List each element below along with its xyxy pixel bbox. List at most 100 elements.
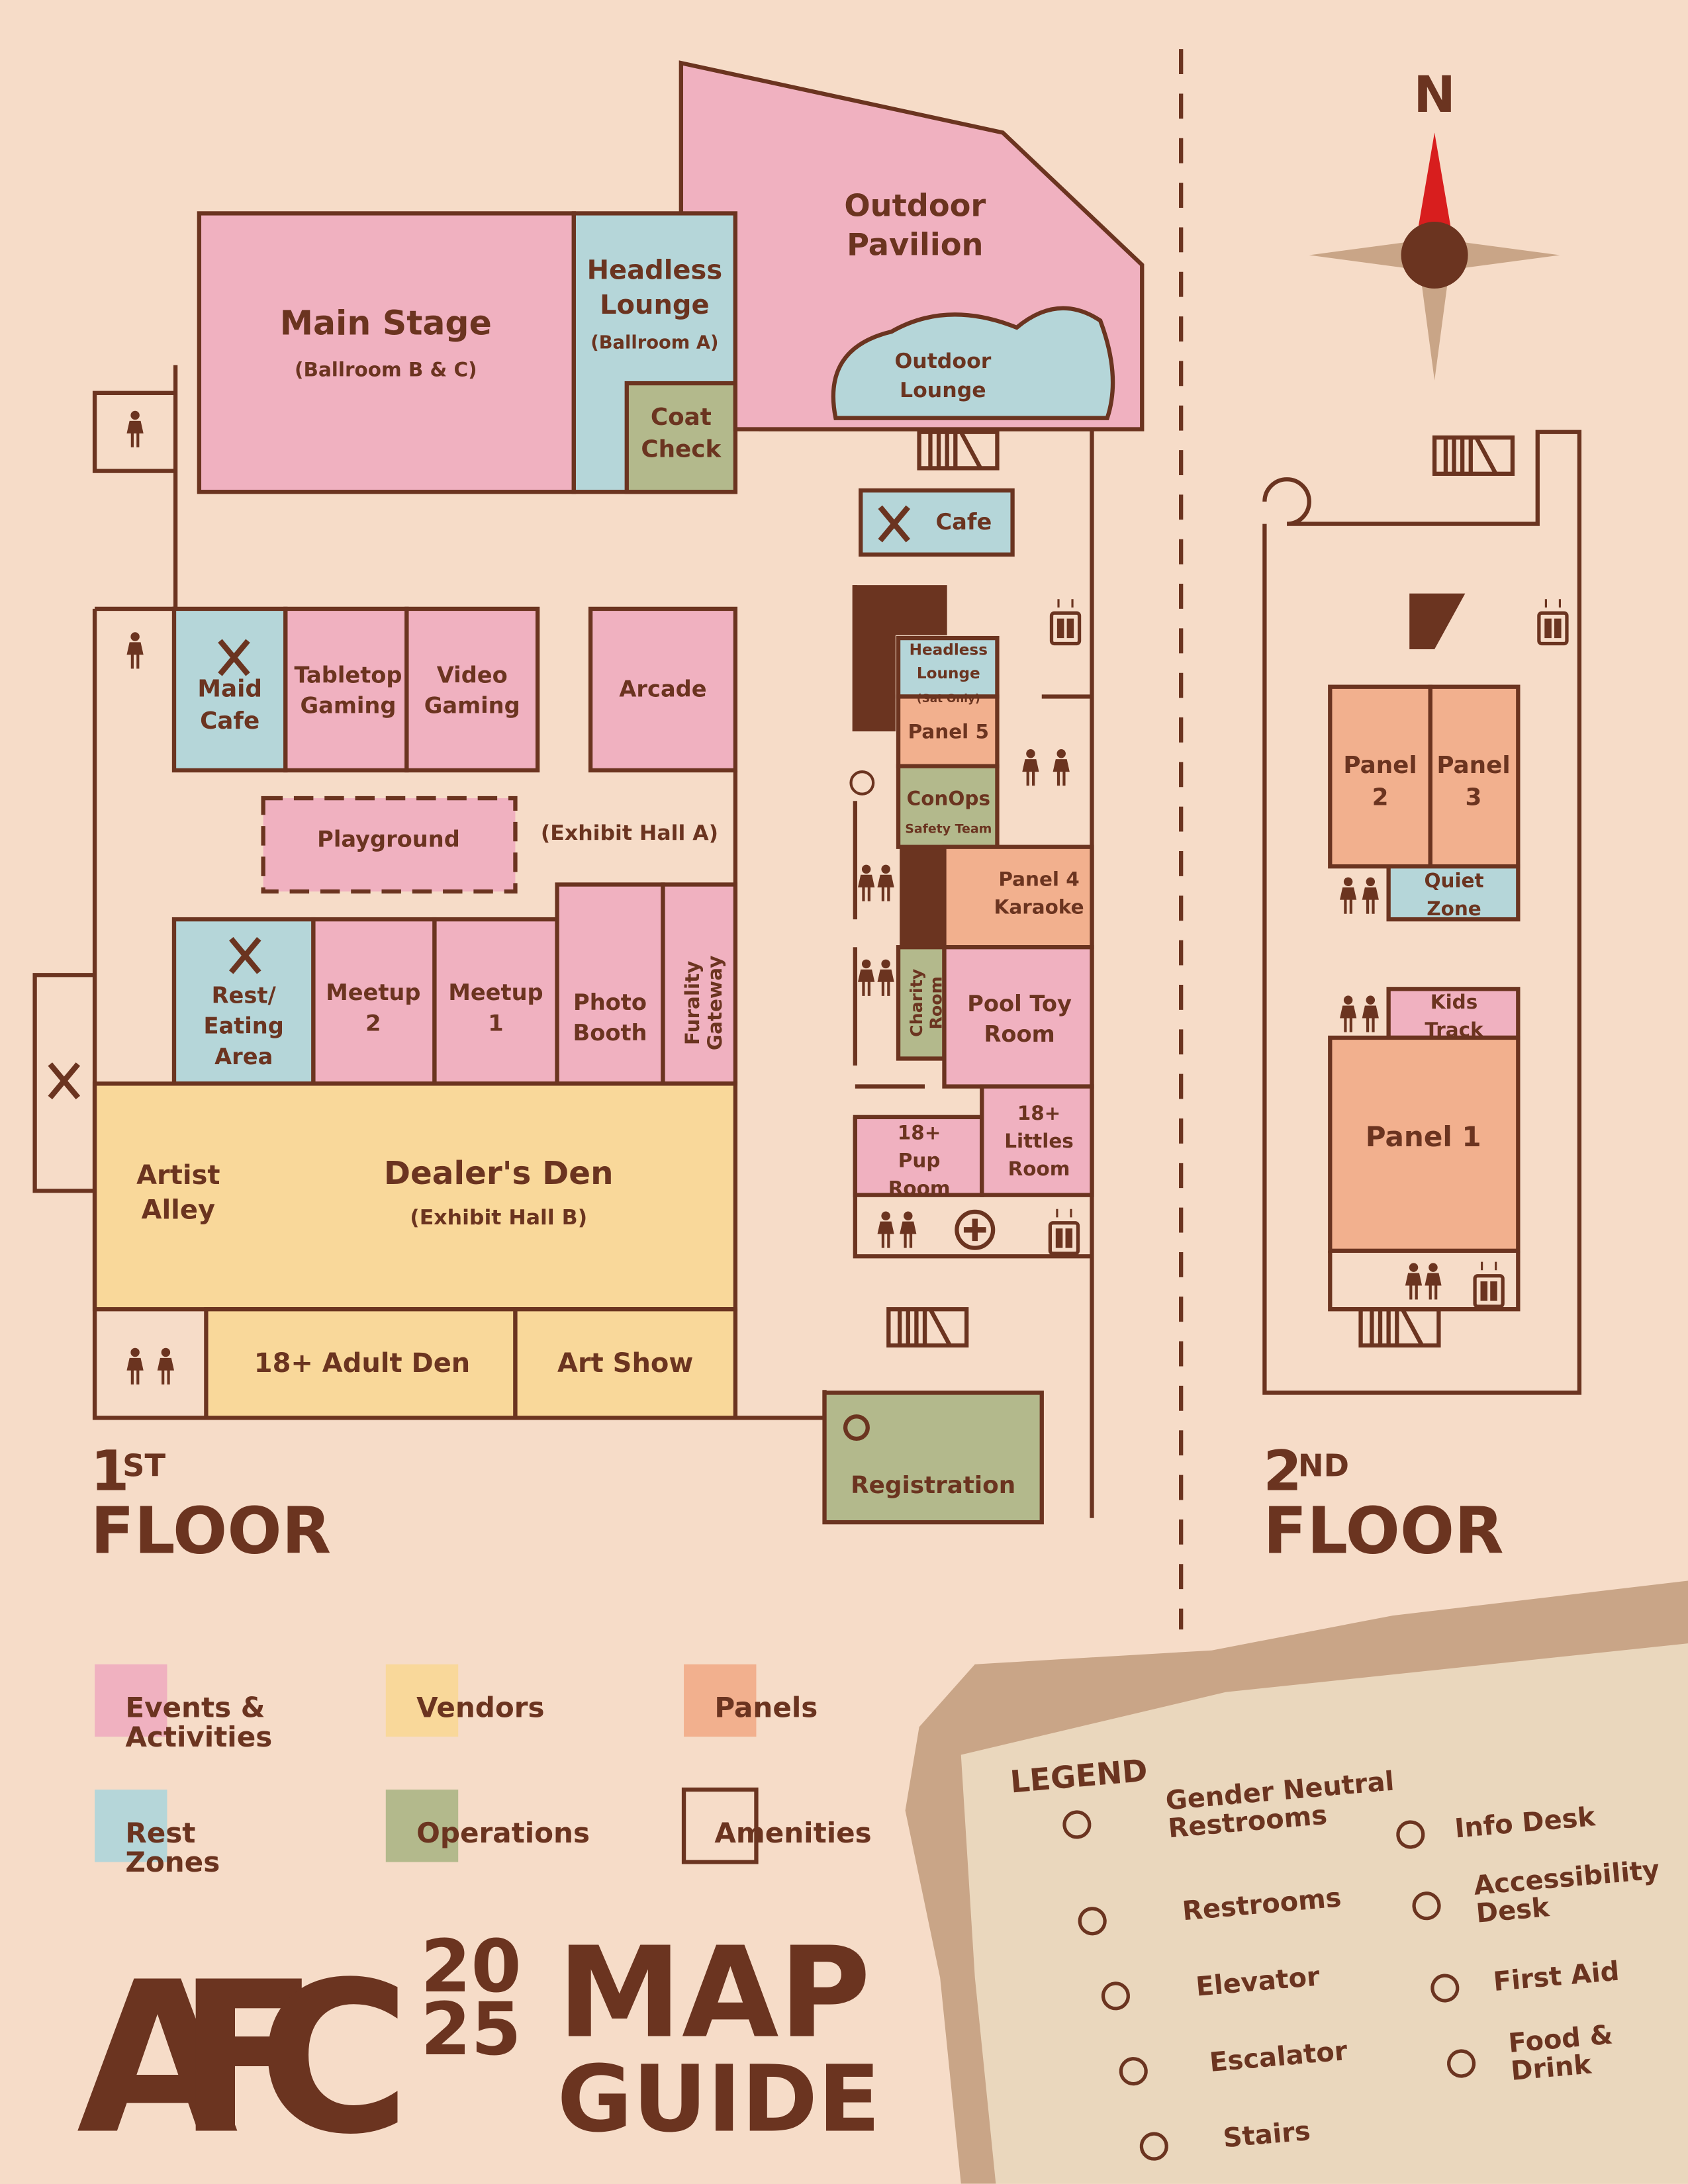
category-label: Panels xyxy=(714,1692,818,1724)
amenity-icons xyxy=(50,410,1567,1441)
room-label: Pavilion xyxy=(847,227,983,263)
room-label: Track xyxy=(1425,1019,1484,1041)
room-label: Headless xyxy=(910,641,988,659)
room-panel-1[interactable] xyxy=(1328,1035,1521,1253)
svg-text:FLOOR: FLOOR xyxy=(91,1493,331,1568)
room-kids-track[interactable] xyxy=(1386,987,1521,1040)
room-label: Area xyxy=(214,1044,273,1069)
room-photo-booth[interactable] xyxy=(555,882,665,1086)
room-label: 2 xyxy=(365,1010,381,1036)
room-charity-room[interactable] xyxy=(896,945,947,1061)
category-operations: Operations xyxy=(385,1790,590,1862)
title-logo: AFC 20 25 MAP GUIDE xyxy=(77,1919,880,2180)
category-vendors: Vendors xyxy=(385,1664,545,1737)
room-label: Littles xyxy=(1004,1130,1074,1152)
room-main-stage[interactable] xyxy=(197,211,576,494)
room-label: Panel 4 xyxy=(998,868,1079,891)
room-label-group-panel-5: Panel 5 xyxy=(908,721,989,743)
room-label: Panel xyxy=(1343,752,1417,779)
room-littles-room[interactable] xyxy=(980,1084,1094,1197)
category-swatch xyxy=(681,1787,759,1864)
room-label: Art Show xyxy=(557,1348,693,1379)
room-label-group-arcade: Arcade xyxy=(619,676,706,702)
restroom-icon xyxy=(1078,1907,1107,1936)
room-label: Karaoke xyxy=(994,896,1084,919)
room-label: Panel xyxy=(1436,752,1510,779)
room-label: 1 xyxy=(488,1010,503,1036)
legend-label: Stairs xyxy=(1222,2116,1312,2154)
room-label: 3 xyxy=(1466,784,1482,811)
category-events: Events &Activities xyxy=(95,1664,272,1753)
room-label-group-panel-3: Panel 3 xyxy=(1436,752,1510,811)
room-label: Outdoor xyxy=(844,188,986,224)
category-panels: Panels xyxy=(684,1664,818,1737)
category-key: Events &Activities Vendors PanelsRestZones… xyxy=(95,1664,872,1878)
service-block xyxy=(900,846,945,948)
room-label: Dealer's Den xyxy=(384,1155,614,1192)
room-video-gaming[interactable] xyxy=(404,606,540,773)
category-swatch xyxy=(95,1790,167,1862)
first-aid-icon xyxy=(955,1209,996,1250)
room-pool-toy-room[interactable] xyxy=(942,945,1094,1089)
category-swatch xyxy=(385,1664,459,1737)
accessibility-icon xyxy=(843,1414,870,1441)
room-label: (Ballroom B & C) xyxy=(295,359,477,381)
gender-neutral-restroom-icon xyxy=(1062,1810,1092,1839)
room-cafe[interactable] xyxy=(859,488,1015,557)
room-pup-room[interactable] xyxy=(853,1115,984,1197)
room-playground[interactable] xyxy=(261,796,518,894)
room-rest-eating[interactable] xyxy=(171,917,316,1086)
room-headless-lounge-sat[interactable] xyxy=(896,635,1000,699)
category-label: Amenities xyxy=(714,1817,871,1849)
room-maid-cafe[interactable] xyxy=(171,606,288,773)
svg-text:ST: ST xyxy=(122,1448,165,1484)
room-coat-check[interactable] xyxy=(624,381,738,494)
room-label: Headless xyxy=(587,255,723,285)
room-label: Pup xyxy=(898,1150,941,1172)
escalator-icon xyxy=(1409,593,1466,649)
room-panel-2[interactable] xyxy=(1328,684,1432,869)
accessibility-icon xyxy=(1412,1891,1441,1921)
room-meetup-2[interactable] xyxy=(311,917,437,1086)
room-label: (Sat Only) xyxy=(917,692,980,705)
category-label: Vendors xyxy=(416,1692,545,1724)
room-label: 18+ xyxy=(898,1122,941,1144)
room-label: Room xyxy=(926,976,945,1029)
room-meetup-1[interactable] xyxy=(432,917,559,1086)
room-art-show[interactable] xyxy=(513,1307,738,1420)
room-outdoor-lounge[interactable] xyxy=(831,306,1115,420)
room-conops[interactable] xyxy=(896,764,1000,849)
svg-text:AFC: AFC xyxy=(77,1938,411,2181)
room-label: Safety Team xyxy=(905,822,992,837)
stairs-icon xyxy=(1139,2132,1168,2161)
room-label: Panel 5 xyxy=(908,721,989,743)
category-label: Operations xyxy=(416,1817,590,1849)
room-label: Rest/ xyxy=(212,982,277,1008)
room-artist-alley[interactable] xyxy=(92,1081,738,1312)
room-label-group-dealers-den: Dealer's Den (Exhibit Hall B) xyxy=(384,1155,614,1230)
category-swatch xyxy=(95,1664,167,1737)
room-label: (Exhibit Hall B) xyxy=(410,1206,587,1230)
elevator-icon xyxy=(1101,1981,1130,2011)
room-quiet-zone[interactable] xyxy=(1386,864,1521,922)
room-tabletop-gaming[interactable] xyxy=(283,606,409,773)
room-registration[interactable] xyxy=(822,1390,1044,1525)
svg-text:20: 20 xyxy=(420,1924,521,2009)
room-label: Main Stage xyxy=(280,303,492,342)
room-arcade[interactable] xyxy=(588,606,738,773)
